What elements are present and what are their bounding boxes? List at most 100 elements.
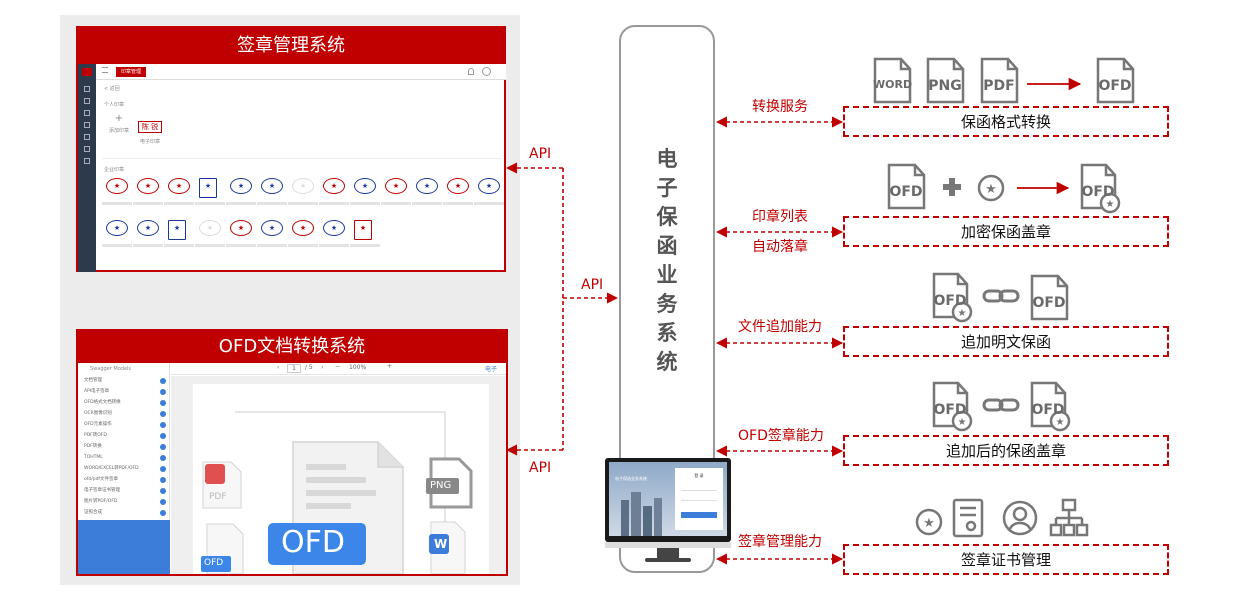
seal-caption — [319, 244, 349, 247]
service-box-convert: 保函格式转换 — [843, 106, 1169, 137]
ofd-menu-item[interactable]: OFD元素操作 — [84, 420, 168, 430]
seal-item[interactable]: ★ — [478, 178, 500, 194]
seal-item[interactable]: ★ — [416, 178, 438, 194]
menu-badge-icon — [160, 389, 166, 395]
ofd-menu-label: ofd/pdf文件签章 — [84, 477, 119, 482]
add-icon: + — [114, 113, 124, 124]
seal-item[interactable]: ★ — [292, 178, 314, 194]
ofd-menu-label: PDF转OFD — [84, 433, 107, 438]
seal-item[interactable]: ★ — [230, 220, 252, 236]
file-type-label: OFD — [933, 292, 967, 309]
sign-back-link[interactable]: < 返回 — [104, 86, 120, 92]
ofd-menu-item[interactable]: OCR图像识别 — [84, 409, 168, 419]
file-icon: PNG — [926, 57, 965, 104]
file-type-label: OFD — [1081, 183, 1115, 200]
zoom-level[interactable]: 100% — [349, 364, 367, 371]
file-type-label: PNG — [928, 77, 962, 94]
svg-text:★: ★ — [923, 516, 935, 531]
seal-item[interactable]: ★ — [323, 178, 345, 194]
building-1 — [621, 500, 629, 536]
avatar[interactable] — [482, 67, 491, 76]
seal-item[interactable]: ★ — [323, 220, 345, 236]
seal-item[interactable]: ★ — [199, 178, 217, 198]
seal-item[interactable]: ★ — [106, 220, 128, 236]
document-icon: ★ — [932, 381, 973, 432]
seal-item[interactable]: ★ — [168, 178, 190, 194]
page-input[interactable]: 1 — [287, 364, 301, 373]
seal-caption — [319, 202, 349, 205]
seal-icon: ★ — [915, 508, 943, 536]
menu-badge-icon — [160, 444, 166, 450]
service-label-seal-list: 印章列表 — [752, 209, 808, 225]
ofd-right-button[interactable]: 电子 — [485, 366, 498, 373]
seal-item[interactable]: ★ — [292, 220, 314, 236]
seal-caption — [381, 202, 411, 205]
ofd-menu-item[interactable]: 电子签章证书管理 — [84, 486, 168, 496]
document-icon: ★ — [1030, 381, 1071, 432]
sign-sidebar-icon[interactable] — [84, 98, 90, 104]
ofd-menu-item[interactable]: TOHTML — [84, 453, 168, 463]
seal-item[interactable]: ★ — [447, 178, 469, 194]
ofd-menu-item[interactable]: ofd/pdf文件签章 — [84, 475, 168, 485]
seal-item[interactable]: ★ — [199, 220, 221, 236]
password-field[interactable] — [681, 496, 717, 501]
ofd-menu-item[interactable]: WORD/EXCEL转PDF/OFD — [84, 464, 168, 474]
monitor-app-title: 电子保函业务系统 — [615, 476, 647, 481]
notification-icon[interactable] — [468, 68, 474, 75]
file-icon: OFD — [887, 163, 926, 210]
sign-sidebar-icon[interactable] — [84, 110, 90, 116]
sign-sidebar-icon[interactable] — [84, 122, 90, 128]
ofd-menu-label: API电子签章 — [84, 389, 110, 394]
svg-text:★: ★ — [958, 417, 967, 428]
file-icon: ★OFD — [932, 272, 973, 323]
ofd-menu-item[interactable]: 证照合成 — [84, 508, 168, 518]
pdf-label: PDF — [209, 492, 227, 502]
seal-item[interactable]: ★ — [354, 178, 376, 194]
sign-sidebar-icon[interactable] — [84, 134, 90, 140]
document-icon — [926, 57, 965, 104]
sign-sidebar-icon[interactable] — [84, 86, 90, 92]
seal-item[interactable]: ★ — [261, 220, 283, 236]
personal-seal[interactable]: 陈 锐 — [138, 121, 162, 133]
sign-sidebar-icon[interactable] — [84, 146, 90, 152]
file-icon: PDF — [980, 57, 1019, 104]
seal-caption — [257, 202, 287, 205]
seal-item[interactable]: ★ — [261, 178, 283, 194]
divider — [102, 158, 502, 159]
ofd-menu-item[interactable]: OFD格式文档转换 — [84, 398, 168, 408]
sign-topbar-button[interactable]: 印章管理 — [116, 67, 146, 77]
seal-item[interactable]: ★ — [137, 178, 159, 194]
seal-item[interactable]: ★ — [168, 220, 186, 240]
document-icon — [873, 57, 912, 104]
sign-system-panel: 签章管理系统 印章管理 < 返回 个人印章 + 添加印章 陈 锐 电子印章 企业… — [76, 26, 506, 272]
ofd-menu-item[interactable]: PDF转OFD — [84, 431, 168, 441]
username-field[interactable] — [681, 486, 717, 491]
file-icon: WORD — [873, 57, 912, 104]
monitor-display: 电子保函业务系统 登 录 — [609, 462, 727, 536]
add-seal-button[interactable]: + 添加印章 — [104, 111, 134, 141]
seal-item[interactable]: ★ — [137, 220, 159, 236]
seal-item[interactable]: ★ — [230, 178, 252, 194]
building-2 — [631, 492, 641, 536]
ofd-illustration — [201, 411, 473, 574]
seal-item[interactable]: ★ — [354, 220, 372, 240]
service-label-convert: 转换服务 — [752, 99, 808, 115]
login-button[interactable] — [681, 512, 717, 518]
personal-seal-caption: 电子印章 — [140, 139, 161, 145]
zoom-out-icon[interactable]: − — [335, 363, 341, 370]
prev-page-icon[interactable]: ‹ — [277, 364, 280, 371]
ofd-menu-item[interactable]: PDF转换 — [84, 442, 168, 452]
ofd-menu-item[interactable]: API电子签章 — [84, 387, 168, 397]
seal-item[interactable]: ★ — [106, 178, 128, 194]
menu-icon[interactable] — [102, 67, 108, 73]
svg-text:★: ★ — [985, 182, 997, 197]
zoom-in-icon[interactable]: + — [387, 363, 393, 370]
ofd-big-badge — [268, 523, 366, 565]
file-icon: OFD — [1030, 274, 1069, 321]
sign-sidebar — [78, 64, 96, 272]
ofd-menu-item[interactable]: 图片转PDF/OFD — [84, 497, 168, 507]
ofd-menu-item[interactable]: 文档管理 — [84, 376, 168, 386]
next-page-icon[interactable]: › — [321, 364, 324, 371]
seal-item[interactable]: ★ — [385, 178, 407, 194]
sign-sidebar-icon[interactable] — [84, 158, 90, 164]
